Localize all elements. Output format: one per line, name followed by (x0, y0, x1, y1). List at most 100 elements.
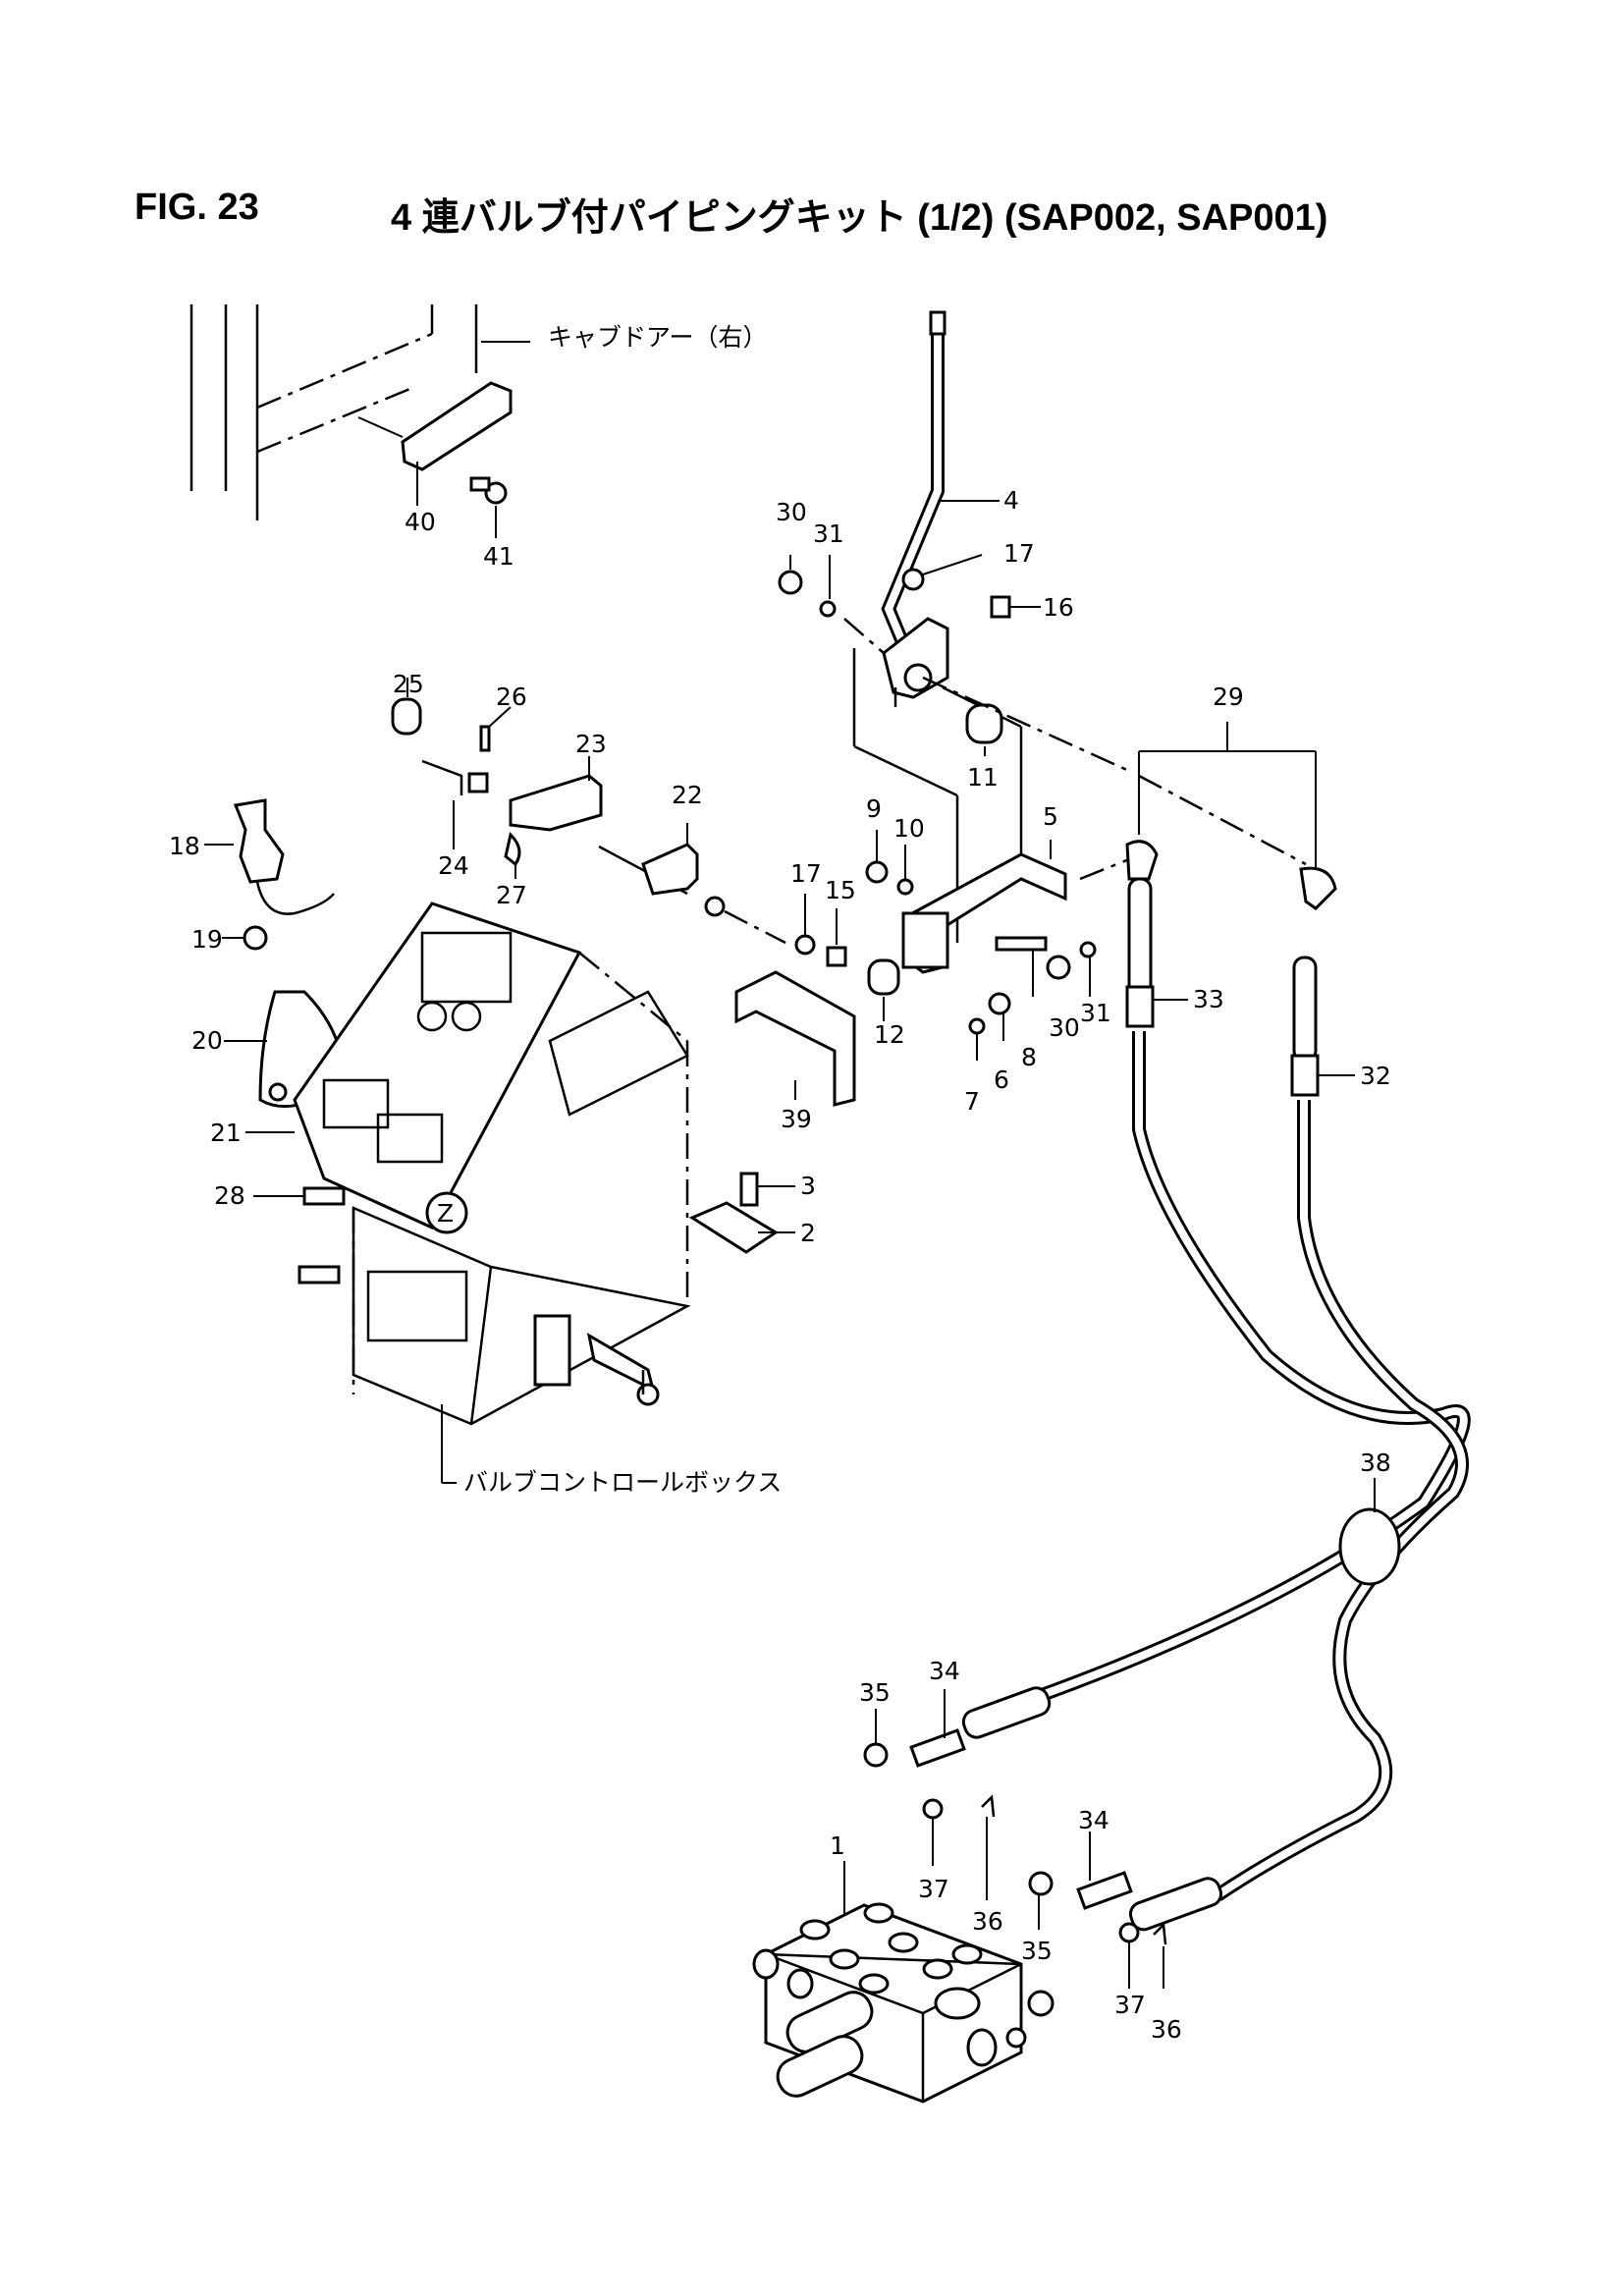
callout-23: 23 (575, 730, 607, 758)
part-7-washer (968, 1017, 986, 1035)
valve-spool-end (786, 1968, 814, 1999)
callout-33: 33 (1193, 985, 1224, 1013)
callout-6: 6 (994, 1066, 1009, 1094)
callout-20: 20 (191, 1026, 223, 1055)
part-10-washer (896, 878, 914, 896)
part-21-screw (268, 1082, 288, 1102)
part-32-boot (1292, 956, 1318, 1063)
assembly-line (1079, 857, 1130, 881)
callout-29: 29 (1213, 683, 1244, 711)
assembly-guide (853, 744, 958, 797)
valve-port-large (934, 1987, 981, 2020)
part-6-fitting (988, 992, 1011, 1015)
control-valve-group: 1 (752, 1831, 1055, 2104)
part-37-washer-lower (1118, 1922, 1140, 1943)
part-15-bolt (826, 946, 847, 967)
callout-32: 32 (1360, 1062, 1391, 1090)
part-36-cotter-lower (1153, 1922, 1167, 1945)
valve-spool (776, 2035, 864, 2098)
valve-plug (1005, 2027, 1027, 2049)
part-41-bolt (484, 481, 508, 505)
lower-cable-boot (1128, 1877, 1223, 1932)
leader-line (922, 554, 983, 575)
callout-8: 8 (1021, 1043, 1037, 1071)
panel-hole (416, 1001, 448, 1032)
callout-10: 10 (893, 814, 925, 843)
callout-36-upper: 36 (972, 1907, 1003, 1936)
callout-39: 39 (781, 1105, 812, 1133)
part-22-bracket (641, 843, 699, 896)
door-hidden-line (256, 386, 413, 454)
linkage-group: 25 26 23 22 24 27 (391, 670, 786, 945)
part-30-nut-lower (1046, 955, 1071, 980)
callout-15: 15 (825, 876, 856, 904)
box-hidden-line (578, 952, 688, 1042)
callout-4: 4 (1003, 486, 1019, 515)
callout-25: 25 (393, 670, 424, 698)
callout-35-upper: 35 (859, 1678, 891, 1707)
part-26-pin (479, 725, 491, 752)
part-9-nut (865, 860, 889, 884)
callout-26: 26 (496, 683, 527, 711)
callout-31-lower: 31 (1080, 999, 1111, 1027)
box-lever-knob (636, 1383, 660, 1406)
part-28-bolt (302, 1186, 346, 1206)
valve-port (829, 1948, 860, 1970)
callout-34-lower: 34 (1078, 1806, 1109, 1834)
callout-21: 21 (210, 1119, 242, 1147)
assembly-line (724, 909, 786, 945)
part-32-nut (1290, 1054, 1320, 1097)
callout-17-upper: 17 (1003, 539, 1035, 568)
callout-3: 3 (800, 1172, 816, 1200)
callout-37-upper: 37 (918, 1875, 949, 1903)
cab-door-group: キャブドアー（右） 40 41 (189, 304, 768, 571)
callout-41: 41 (483, 542, 514, 571)
valve-port (922, 1958, 953, 1980)
valve-plug (1027, 1990, 1055, 2017)
valve-port (863, 1902, 894, 1924)
assembly-line (843, 618, 885, 654)
part-41-bolt-shank (469, 476, 491, 492)
part-19-nut (243, 925, 268, 951)
lower-bolt (298, 1265, 341, 1285)
callout-40: 40 (405, 508, 436, 536)
part-2-plate (688, 1201, 779, 1254)
cable-group: 29 33 32 38 (961, 683, 1471, 1932)
callout-34-upper: 34 (929, 1657, 960, 1685)
detail-z-circle (425, 1191, 468, 1234)
part-37-washer-upper (922, 1798, 944, 1820)
callout-5: 5 (1043, 802, 1058, 831)
callout-27: 27 (496, 881, 527, 909)
part-27-clip (504, 832, 521, 867)
callout-35-lower: 35 (1021, 1937, 1053, 1965)
part-23-block (509, 774, 603, 832)
callout-37-lower: 37 (1114, 1991, 1146, 2019)
part-24-rod (421, 759, 463, 795)
part-31-washer-lower (1079, 941, 1097, 958)
cab-door-label: キャブドアー（右） (548, 323, 768, 352)
part-34-clevis-lower (1076, 1871, 1133, 1910)
panel-hole (451, 1001, 482, 1032)
callout-12: 12 (874, 1020, 905, 1049)
part-40-bracket (401, 381, 513, 471)
part-18-grip (233, 798, 285, 884)
clevis-group: 34 35 37 36 34 35 37 36 (859, 1657, 1182, 2044)
callout-28: 28 (214, 1181, 245, 1210)
callout-22: 22 (672, 781, 703, 809)
detail-z-label: Z (437, 1199, 454, 1228)
callout-2: 2 (800, 1219, 816, 1247)
part-25-knob (391, 697, 422, 736)
lever-group: 4 17 16 30 31 (776, 310, 1074, 943)
callout-9: 9 (866, 794, 882, 823)
assembly-line (1138, 774, 1307, 866)
panel-cutout (376, 1113, 444, 1164)
part-29-elbow-right (1299, 866, 1337, 910)
box-side-bracket (533, 1314, 571, 1387)
control-panel (293, 902, 582, 1230)
callout-19: 19 (191, 925, 223, 954)
part-39-bracket (734, 970, 856, 1107)
valve-box-front (352, 1206, 691, 1426)
callout-24: 24 (438, 851, 469, 880)
part-35-pin-upper (863, 1742, 889, 1768)
valve-port (951, 1943, 983, 1965)
